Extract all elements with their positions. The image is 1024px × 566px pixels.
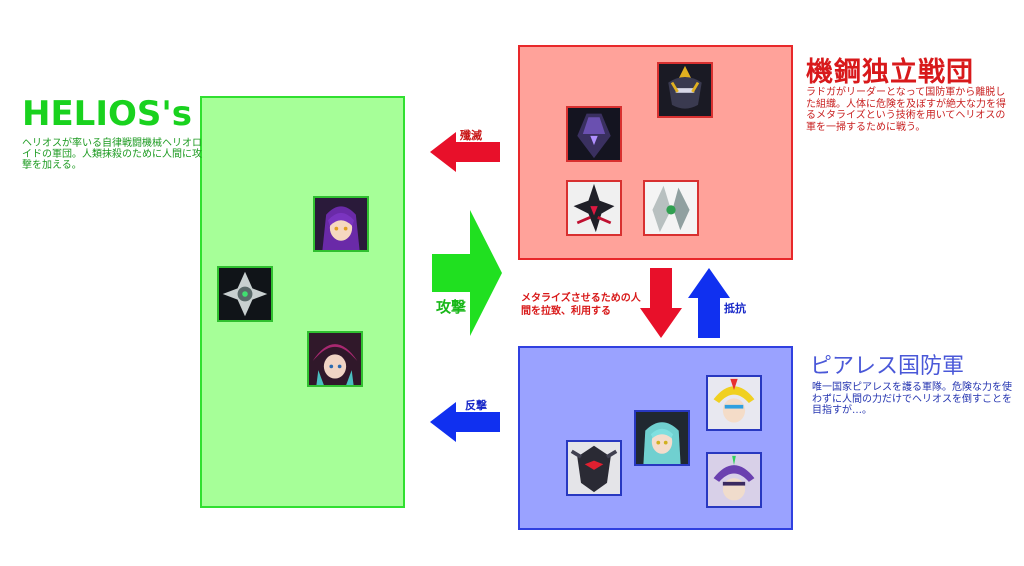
resist-arrow xyxy=(688,268,730,338)
attack-arrow xyxy=(432,210,502,336)
helios-portrait-purple-hair-girl xyxy=(313,196,369,252)
counter-label: 反撃 xyxy=(465,399,487,412)
resist-label: 抵抗 xyxy=(724,302,746,315)
pearless-portrait-yellow-helmet xyxy=(706,375,762,431)
annihilate-arrow xyxy=(430,132,500,172)
pearless-description: 唯一国家ピアレスを護る軍隊。危険な力を使わずに人間の力だけでヘリオスを倒すことを… xyxy=(812,382,1012,416)
pearless-title: ピアレス国防軍 xyxy=(810,354,965,379)
capture-label: メタライズさせるための人間を拉致、利用する xyxy=(521,292,643,318)
capture-arrow xyxy=(640,268,682,338)
kikou-description: ラドガがリーダーとなって国防軍から離脱した組織。人体に危険を及ぼすが絶大な力を得… xyxy=(806,87,1006,133)
pearless-portrait-cyan-hair-girl xyxy=(634,410,690,466)
kikou-portrait-green-silver-mech xyxy=(643,180,699,236)
helios-portrait-white-mech xyxy=(217,266,273,322)
kikou-title: 機鋼独立戦団 xyxy=(806,57,974,88)
kikou-portrait-black-red-mech xyxy=(566,180,622,236)
attack-label: 攻撃 xyxy=(436,298,467,316)
annihilate-label: 殲滅 xyxy=(460,129,482,142)
helios-title: HELIOS's xyxy=(22,94,193,134)
helios-description: ヘリオスが率いる自律戦闘機械ヘリオロイドの軍団。人類抹殺のために人間に攻撃を加え… xyxy=(22,138,202,171)
kikou-portrait-gold-armor xyxy=(657,62,713,118)
helios-portrait-helmet-girl xyxy=(307,331,363,387)
kikou-portrait-dark-purple-mech xyxy=(566,106,622,162)
counter-arrow xyxy=(430,402,500,442)
pearless-portrait-purple-helmet xyxy=(706,452,762,508)
pearless-portrait-dark-mech xyxy=(566,440,622,496)
capture-label-text: メタライズさせるための人間を拉致、利用する xyxy=(521,293,641,317)
